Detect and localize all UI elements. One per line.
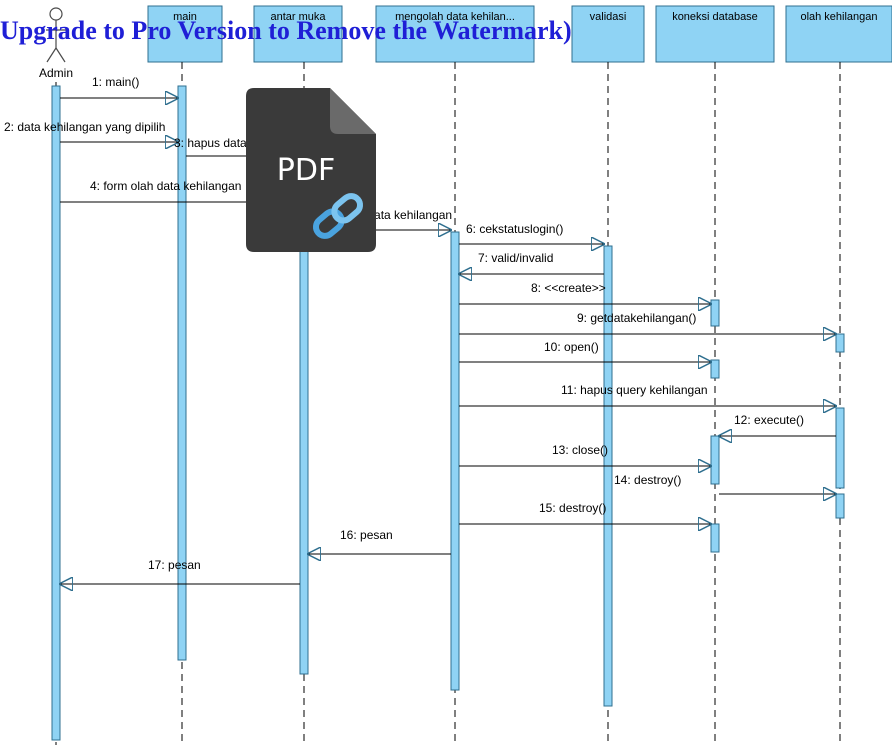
lifeline-box-mengolah[interactable] xyxy=(375,5,535,63)
activation-koneksi-2 xyxy=(710,359,720,379)
pdf-icon-text: PDF xyxy=(277,153,335,188)
activation-olah-1 xyxy=(835,333,845,353)
message-label-1: 1: main() xyxy=(92,75,139,89)
watermark-text: Upgrade to Pro Version to Remove the Wat… xyxy=(0,16,572,45)
activation-koneksi-3 xyxy=(710,435,720,485)
message-label-6: 6: cekstatuslogin() xyxy=(466,222,563,236)
message-arrows xyxy=(60,98,836,584)
activation-olah-3 xyxy=(835,493,845,519)
activation-bars xyxy=(51,85,845,741)
lifeline-box-antar-muka[interactable] xyxy=(253,5,343,63)
pdf-link-icon: PDF xyxy=(246,88,376,252)
message-label-7: 7: valid/invalid xyxy=(478,251,553,265)
lifeline-label-koneksi: koneksi database xyxy=(672,11,758,23)
actor-label: Admin xyxy=(39,66,73,80)
message-label-16: 16: pesan xyxy=(340,528,393,542)
lifeline-label-olah: olah kehilangan xyxy=(800,11,877,23)
message-label-3: 3: hapus data xyxy=(174,136,247,150)
activation-mengolah xyxy=(450,231,460,691)
lifeline-box-main[interactable] xyxy=(147,5,223,63)
lifeline-headers: main antar muka mengolah data kehilan...… xyxy=(147,5,892,63)
message-label-10: 10: open() xyxy=(544,340,599,354)
activation-olah-2 xyxy=(835,407,845,489)
message-labels: 1: main() 2: data kehilangan yang dipili… xyxy=(4,75,804,572)
lifeline-box-koneksi[interactable] xyxy=(655,5,775,63)
chain-link-icon xyxy=(312,193,364,239)
message-label-8: 8: <<create>> xyxy=(531,281,606,295)
message-label-4: 4: form olah data kehilangan xyxy=(90,179,241,193)
lifelines xyxy=(55,62,841,745)
activation-koneksi-1 xyxy=(710,299,720,327)
activation-validasi xyxy=(603,245,613,707)
message-label-9: 9: getdatakehilangan() xyxy=(577,311,696,325)
message-label-13: 13: close() xyxy=(552,443,608,457)
message-label-17: 17: pesan xyxy=(148,558,201,572)
actor-admin[interactable]: Admin xyxy=(39,7,73,80)
message-label-2: 2: data kehilangan yang dipilih xyxy=(4,120,165,134)
lifeline-label-mengolah: mengolah data kehilan... xyxy=(395,11,515,23)
message-label-12: 12: execute() xyxy=(734,413,804,427)
activation-admin xyxy=(51,85,61,741)
message-label-15: 15: destroy() xyxy=(539,501,606,515)
lifeline-label-antar-muka: antar muka xyxy=(270,11,326,23)
activation-koneksi-4 xyxy=(710,523,720,553)
activation-main xyxy=(177,85,187,661)
lifeline-box-validasi[interactable] xyxy=(571,5,645,63)
lifeline-label-validasi: validasi xyxy=(590,11,627,23)
lifeline-box-olah[interactable] xyxy=(785,5,892,63)
message-label-14: 14: destroy() xyxy=(614,473,681,487)
lifeline-label-main: main xyxy=(173,11,197,23)
message-label-11: 11: hapus query kehilangan xyxy=(561,383,708,397)
